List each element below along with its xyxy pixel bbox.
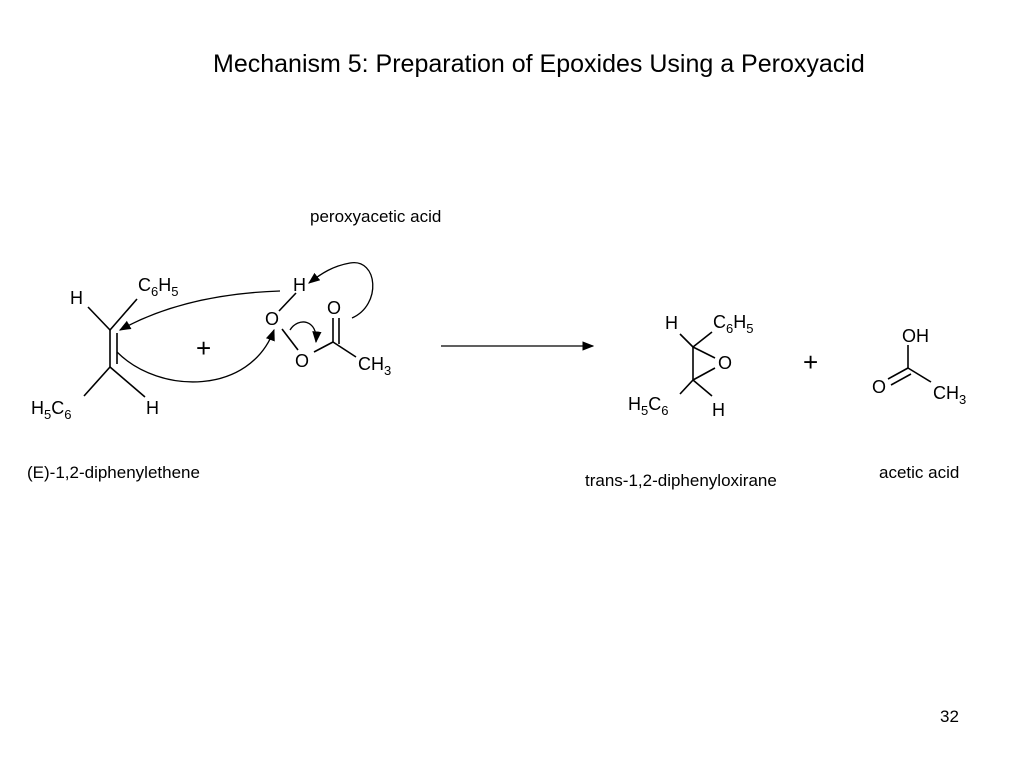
acid-c-ch3 [907, 367, 932, 383]
arrow-oh-bond-to-alkene [118, 290, 281, 331]
alkene-structure: H C6H5 H5C6 H [31, 275, 178, 422]
epoxide-name-label: trans-1,2-diphenyloxirane [585, 471, 777, 490]
arrow-carbonyl-to-h [308, 262, 374, 319]
plus-sign-reactants: + [196, 333, 211, 363]
bond-c2-h5c6 [83, 366, 111, 397]
alkene-h-bottom: H [146, 398, 159, 418]
arrow-oo-bond-to-o2 [289, 321, 322, 344]
epoxide-h-bottom: H [712, 400, 725, 420]
acid-ch3: CH3 [933, 383, 966, 407]
mechanism-arrows [116, 262, 374, 383]
bond-o2-c [313, 341, 334, 353]
epoxide-c2-h [692, 379, 713, 397]
alkene-h5c6-bottom: H5C6 [31, 398, 71, 422]
bond-o1-o2 [281, 328, 299, 351]
epoxide-h5c6-bottom: H5C6 [628, 394, 668, 418]
plus-sign-products: + [803, 347, 818, 377]
acid-oh: OH [902, 326, 929, 346]
peroxy-o2: O [295, 351, 309, 371]
bond-c1-c6h5 [109, 298, 138, 331]
alkene-c6h5-top: C6H5 [138, 275, 178, 299]
epoxide-c2-h5c6 [679, 379, 694, 395]
bond-c1-h [87, 306, 111, 331]
acetic-acid-label: acetic acid [879, 463, 959, 482]
epoxide-o: O [718, 353, 732, 373]
peroxy-ch3: CH3 [358, 354, 391, 378]
slide-title: Mechanism 5: Preparation of Epoxides Usi… [213, 50, 865, 78]
acetic-acid-structure: OH O CH3 [872, 326, 966, 407]
epoxide-c1-c6h5 [692, 331, 713, 348]
acid-carbonyl-line-1 [887, 367, 909, 380]
arrow-pi-bond-to-oxygen [116, 328, 275, 383]
carbonyl-o: O [327, 298, 341, 318]
epoxide-c6h5-top: C6H5 [713, 312, 753, 336]
alkene-h-top: H [70, 288, 83, 308]
peroxyacetic-acid-label: peroxyacetic acid [310, 207, 441, 226]
epoxide-structure: H C6H5 O H5C6 H [628, 312, 753, 420]
bond-c2-h [109, 366, 146, 398]
acid-carbonyl-line-2 [890, 373, 912, 386]
page-number: 32 [940, 707, 959, 726]
epoxide-c2-o [692, 367, 716, 381]
epoxide-c1-h [679, 333, 694, 348]
peroxy-h: H [293, 275, 306, 295]
alkene-name-label: (E)-1,2-diphenylethene [27, 463, 200, 482]
peroxy-o1: O [265, 309, 279, 329]
acid-o: O [872, 377, 886, 397]
epoxide-c1-o [692, 346, 716, 359]
peroxyacid-structure: H O O O CH3 [265, 275, 391, 378]
bond-c-ch3 [332, 341, 357, 358]
bond-o1-h [278, 292, 297, 312]
epoxide-h-top: H [665, 313, 678, 333]
